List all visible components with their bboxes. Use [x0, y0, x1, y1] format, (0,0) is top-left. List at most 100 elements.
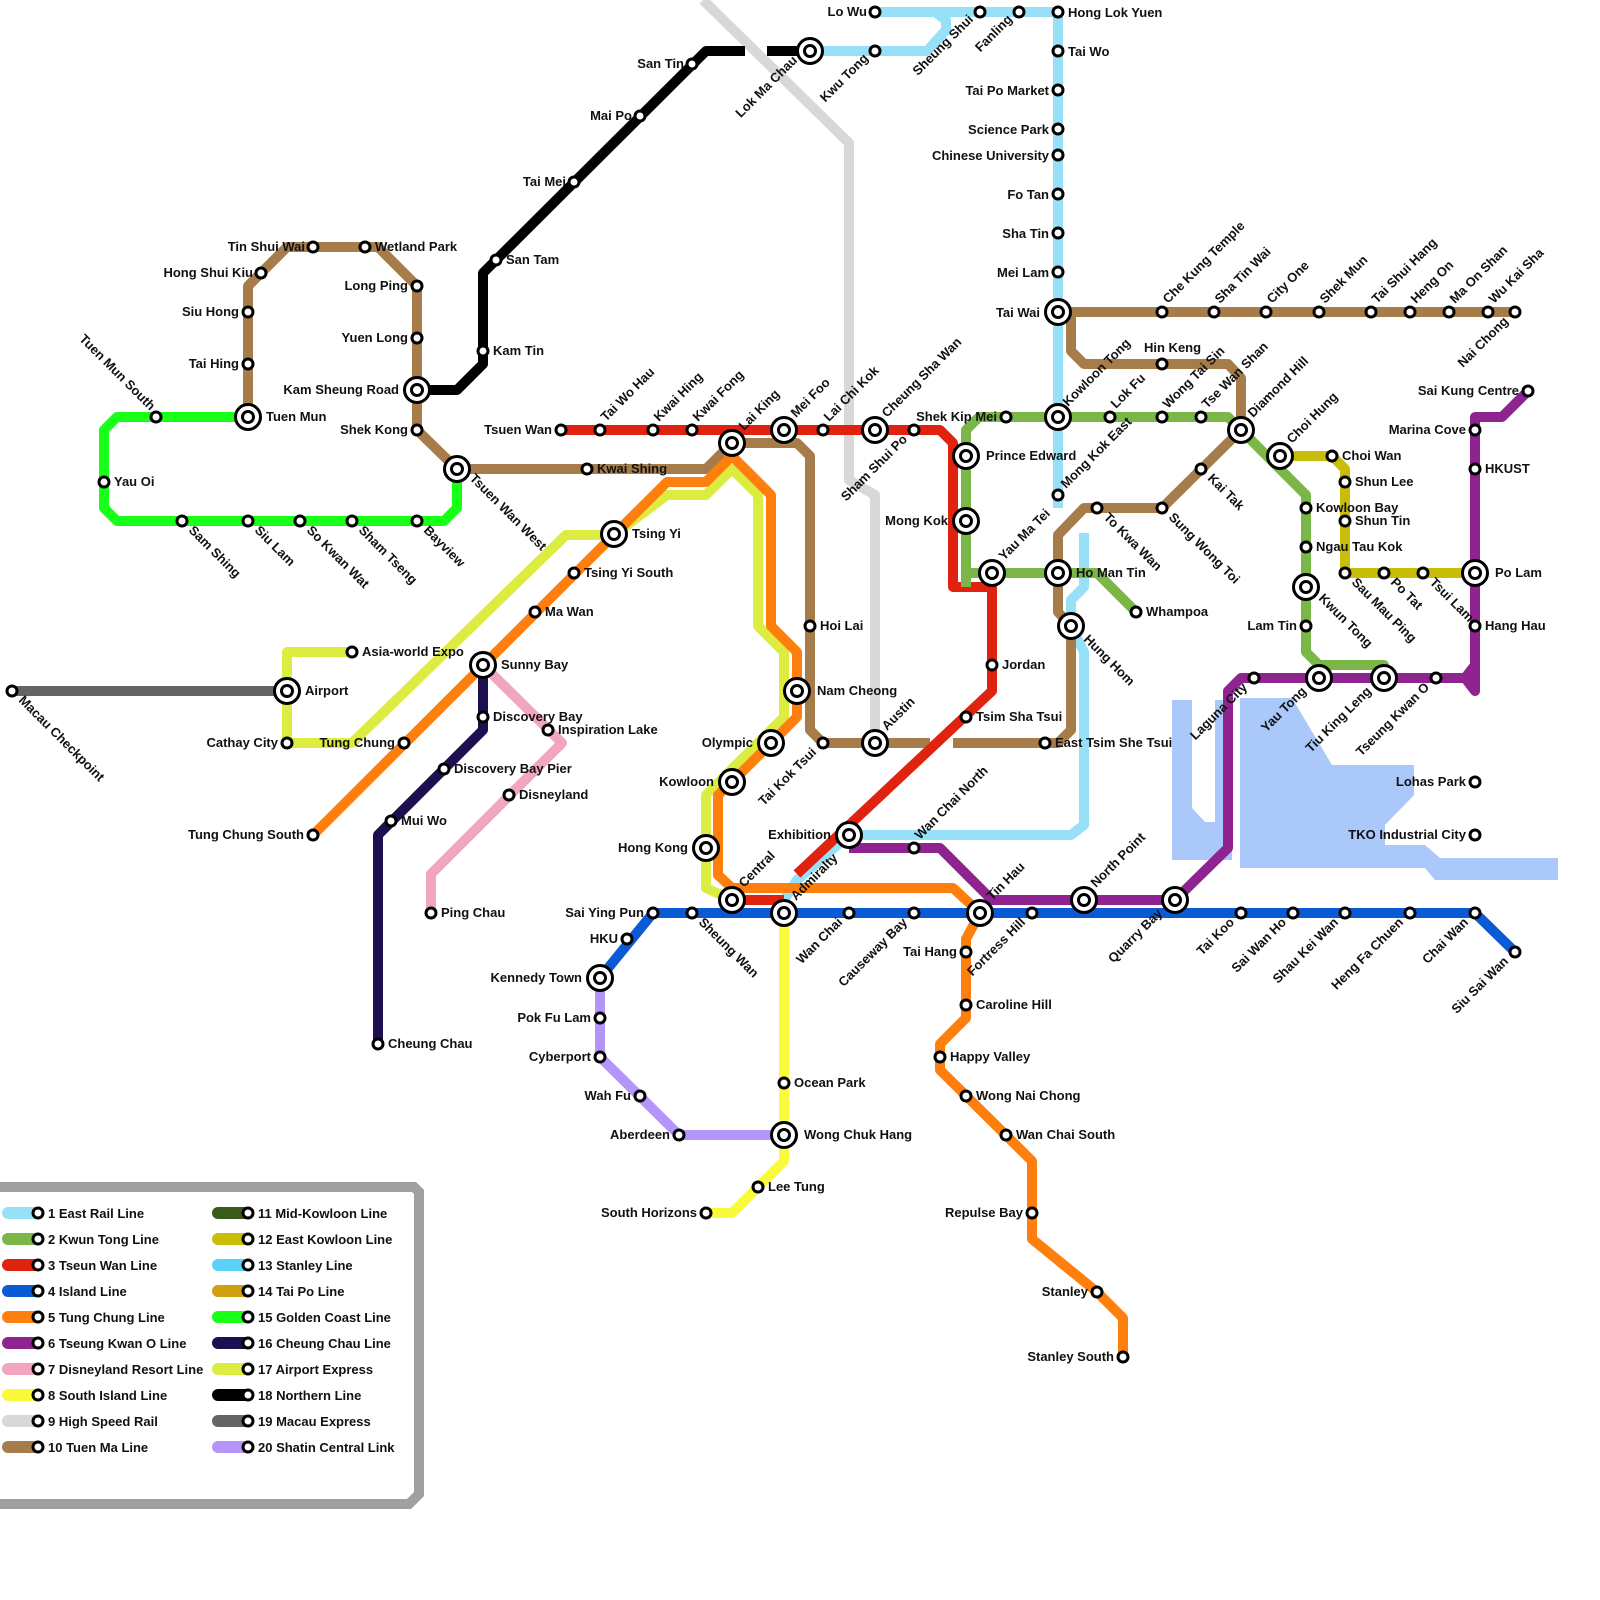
- station-tsim-sha-tsui[interactable]: Tsim Sha Tsui: [961, 709, 1062, 724]
- station-sai-kung-centre[interactable]: Sai Kung Centre: [1418, 383, 1533, 398]
- station-label: Yuen Long: [342, 330, 409, 345]
- station-south-horizons[interactable]: South Horizons: [601, 1205, 711, 1220]
- station-wetland-park[interactable]: Wetland Park: [360, 239, 458, 254]
- station-repulse-bay[interactable]: Repulse Bay: [945, 1205, 1037, 1220]
- station-marker: [412, 516, 422, 526]
- station-tai-wai[interactable]: Tai Wai: [996, 300, 1071, 325]
- station-tsing-yi[interactable]: Tsing Yi: [602, 522, 681, 547]
- station-cheung-chau[interactable]: Cheung Chau: [373, 1036, 473, 1051]
- station-tsing-yi-south[interactable]: Tsing Yi South: [569, 565, 673, 580]
- legend-label: 12 East Kowloon Line: [258, 1232, 392, 1247]
- station-label: Tai Wai: [996, 305, 1040, 320]
- station-mai-po[interactable]: Mai Po: [590, 108, 645, 123]
- station-yuen-long[interactable]: Yuen Long: [342, 330, 422, 345]
- interchange-inner: [792, 686, 803, 697]
- station-airport[interactable]: Airport: [275, 679, 350, 704]
- station-chinese-university[interactable]: Chinese University: [932, 148, 1063, 163]
- station-macau-checkpoint[interactable]: Macau Checkpoint: [7, 686, 108, 785]
- interchange-inner: [595, 973, 606, 984]
- station-lohas-park[interactable]: Lohas Park: [1396, 774, 1480, 789]
- interchange-inner: [1470, 568, 1481, 579]
- station-marina-cove[interactable]: Marina Cove: [1389, 422, 1480, 437]
- station-to-kwa-wan[interactable]: To Kwa Wan: [1092, 503, 1165, 574]
- station-marker: [1405, 908, 1415, 918]
- station-kowloon[interactable]: Kowloon: [659, 770, 744, 795]
- station-marker: [1340, 908, 1350, 918]
- station-tai-hang[interactable]: Tai Hang: [903, 944, 971, 959]
- station-tung-chung-south[interactable]: Tung Chung South: [188, 827, 318, 842]
- station-kai-tak[interactable]: Kai Tak: [1196, 464, 1248, 514]
- station-label: Causeway Bay: [835, 914, 911, 990]
- station-heng-fa-chuen[interactable]: Heng Fa Chuen: [1328, 908, 1415, 993]
- legend-station-icon: [33, 1260, 43, 1270]
- station-marker: [909, 425, 919, 435]
- station-inspiration-lake[interactable]: Inspiration Lake: [543, 722, 658, 737]
- station-lo-wu[interactable]: Lo Wu: [828, 4, 880, 19]
- station-happy-valley[interactable]: Happy Valley: [935, 1049, 1031, 1064]
- station-wan-chai-south[interactable]: Wan Chai South: [1001, 1127, 1115, 1142]
- station-tuen-mun-south[interactable]: Tuen Mun South: [77, 331, 161, 422]
- station-tai-po-market[interactable]: Tai Po Market: [965, 83, 1063, 98]
- station-shun-lee[interactable]: Shun Lee: [1340, 474, 1414, 489]
- station-shek-kong[interactable]: Shek Kong: [340, 422, 422, 437]
- station-siu-sai-wan[interactable]: Siu Sai Wan: [1448, 947, 1520, 1016]
- station-label: Happy Valley: [950, 1049, 1031, 1064]
- legend-label: 17 Airport Express: [258, 1362, 373, 1377]
- station-mong-kok[interactable]: Mong Kok: [885, 509, 978, 534]
- station-hang-hau[interactable]: Hang Hau: [1470, 618, 1546, 633]
- station-tai-wo-hau[interactable]: Tai Wo Hau: [595, 364, 657, 435]
- station-marker: [399, 738, 409, 748]
- interchange-inner: [870, 738, 881, 749]
- station-tseung-kwan-o[interactable]: Tseung Kwan O: [1353, 673, 1441, 759]
- station-sheung-wan[interactable]: Sheung Wan: [687, 908, 762, 980]
- station-che-kung-temple[interactable]: Che Kung Temple: [1157, 218, 1248, 317]
- station-caroline-hill[interactable]: Caroline Hill: [961, 997, 1052, 1012]
- station-marker: [7, 686, 17, 696]
- station-san-tin[interactable]: San Tin: [637, 56, 697, 71]
- station-tko-industrial-city[interactable]: TKO Industrial City: [1348, 827, 1480, 842]
- station-ping-chau[interactable]: Ping Chau: [426, 905, 505, 920]
- station-nam-cheong[interactable]: Nam Cheong: [785, 679, 898, 704]
- station-tsuen-wan[interactable]: Tsuen Wan: [484, 422, 566, 437]
- station-hong-lok-yuen[interactable]: Hong Lok Yuen: [1053, 5, 1162, 20]
- station-sung-wong-toi[interactable]: Sung Wong Toi: [1157, 503, 1243, 587]
- station-marker: [1405, 307, 1415, 317]
- station-cyberport[interactable]: Cyberport: [529, 1049, 605, 1064]
- station-ocean-park[interactable]: Ocean Park: [779, 1075, 866, 1090]
- station-tuen-mun[interactable]: Tuen Mun: [236, 405, 327, 430]
- station-hku[interactable]: HKU: [590, 931, 632, 946]
- station-exhibition[interactable]: Exhibition: [768, 823, 861, 848]
- station-tai-mei[interactable]: Tai Mei: [523, 174, 579, 189]
- interchange-inner: [701, 843, 712, 854]
- station-kowloon-bay[interactable]: Kowloon Bay: [1301, 500, 1399, 515]
- station-discovery-bay-pier[interactable]: Discovery Bay Pier: [439, 761, 572, 776]
- station-tin-shui-wai[interactable]: Tin Shui Wai: [228, 239, 318, 254]
- station-wong-nai-chong[interactable]: Wong Nai Chong: [961, 1088, 1081, 1103]
- legend-item-l9: 9 High Speed Rail: [8, 1414, 158, 1429]
- station-siu-hong[interactable]: Siu Hong: [182, 304, 253, 319]
- station-ngau-tau-kok[interactable]: Ngau Tau Kok: [1301, 539, 1403, 554]
- station-ho-man-tin[interactable]: Ho Man Tin: [1046, 561, 1146, 586]
- legend-station-icon: [243, 1364, 253, 1374]
- station-marker: [818, 425, 828, 435]
- station-shun-tin[interactable]: Shun Tin: [1340, 513, 1410, 528]
- station-sunny-bay[interactable]: Sunny Bay: [471, 653, 569, 678]
- station-hong-kong[interactable]: Hong Kong: [618, 836, 719, 861]
- station-wong-chuk-hang[interactable]: Wong Chuk Hang: [772, 1123, 913, 1148]
- station-kennedy-town[interactable]: Kennedy Town: [491, 966, 613, 991]
- station-science-park[interactable]: Science Park: [968, 122, 1063, 137]
- station-marker: [870, 46, 880, 56]
- station-east-tsim-she-tsui[interactable]: East Tsim She Tsui: [1040, 735, 1172, 750]
- legend-item-l18: 18 Northern Line: [218, 1388, 361, 1403]
- station-cathay-city[interactable]: Cathay City: [206, 735, 292, 750]
- station-asia-world-expo[interactable]: Asia-world Expo: [347, 644, 464, 659]
- station-hong-shui-kiu[interactable]: Hong Shui Kiu: [163, 265, 266, 280]
- station-shek-kip-mei[interactable]: Shek Kip Mei: [916, 409, 1011, 424]
- station-whampoa[interactable]: Whampoa: [1131, 604, 1209, 619]
- legend-item-l20: 20 Shatin Central Link: [218, 1440, 395, 1455]
- station-pok-fu-lam[interactable]: Pok Fu Lam: [517, 1010, 605, 1025]
- station-po-lam[interactable]: Po Lam: [1463, 561, 1542, 586]
- station-stanley-south[interactable]: Stanley South: [1027, 1349, 1128, 1364]
- interchange-inner: [1236, 425, 1247, 436]
- station-kam-sheung-road[interactable]: Kam Sheung Road: [283, 378, 429, 403]
